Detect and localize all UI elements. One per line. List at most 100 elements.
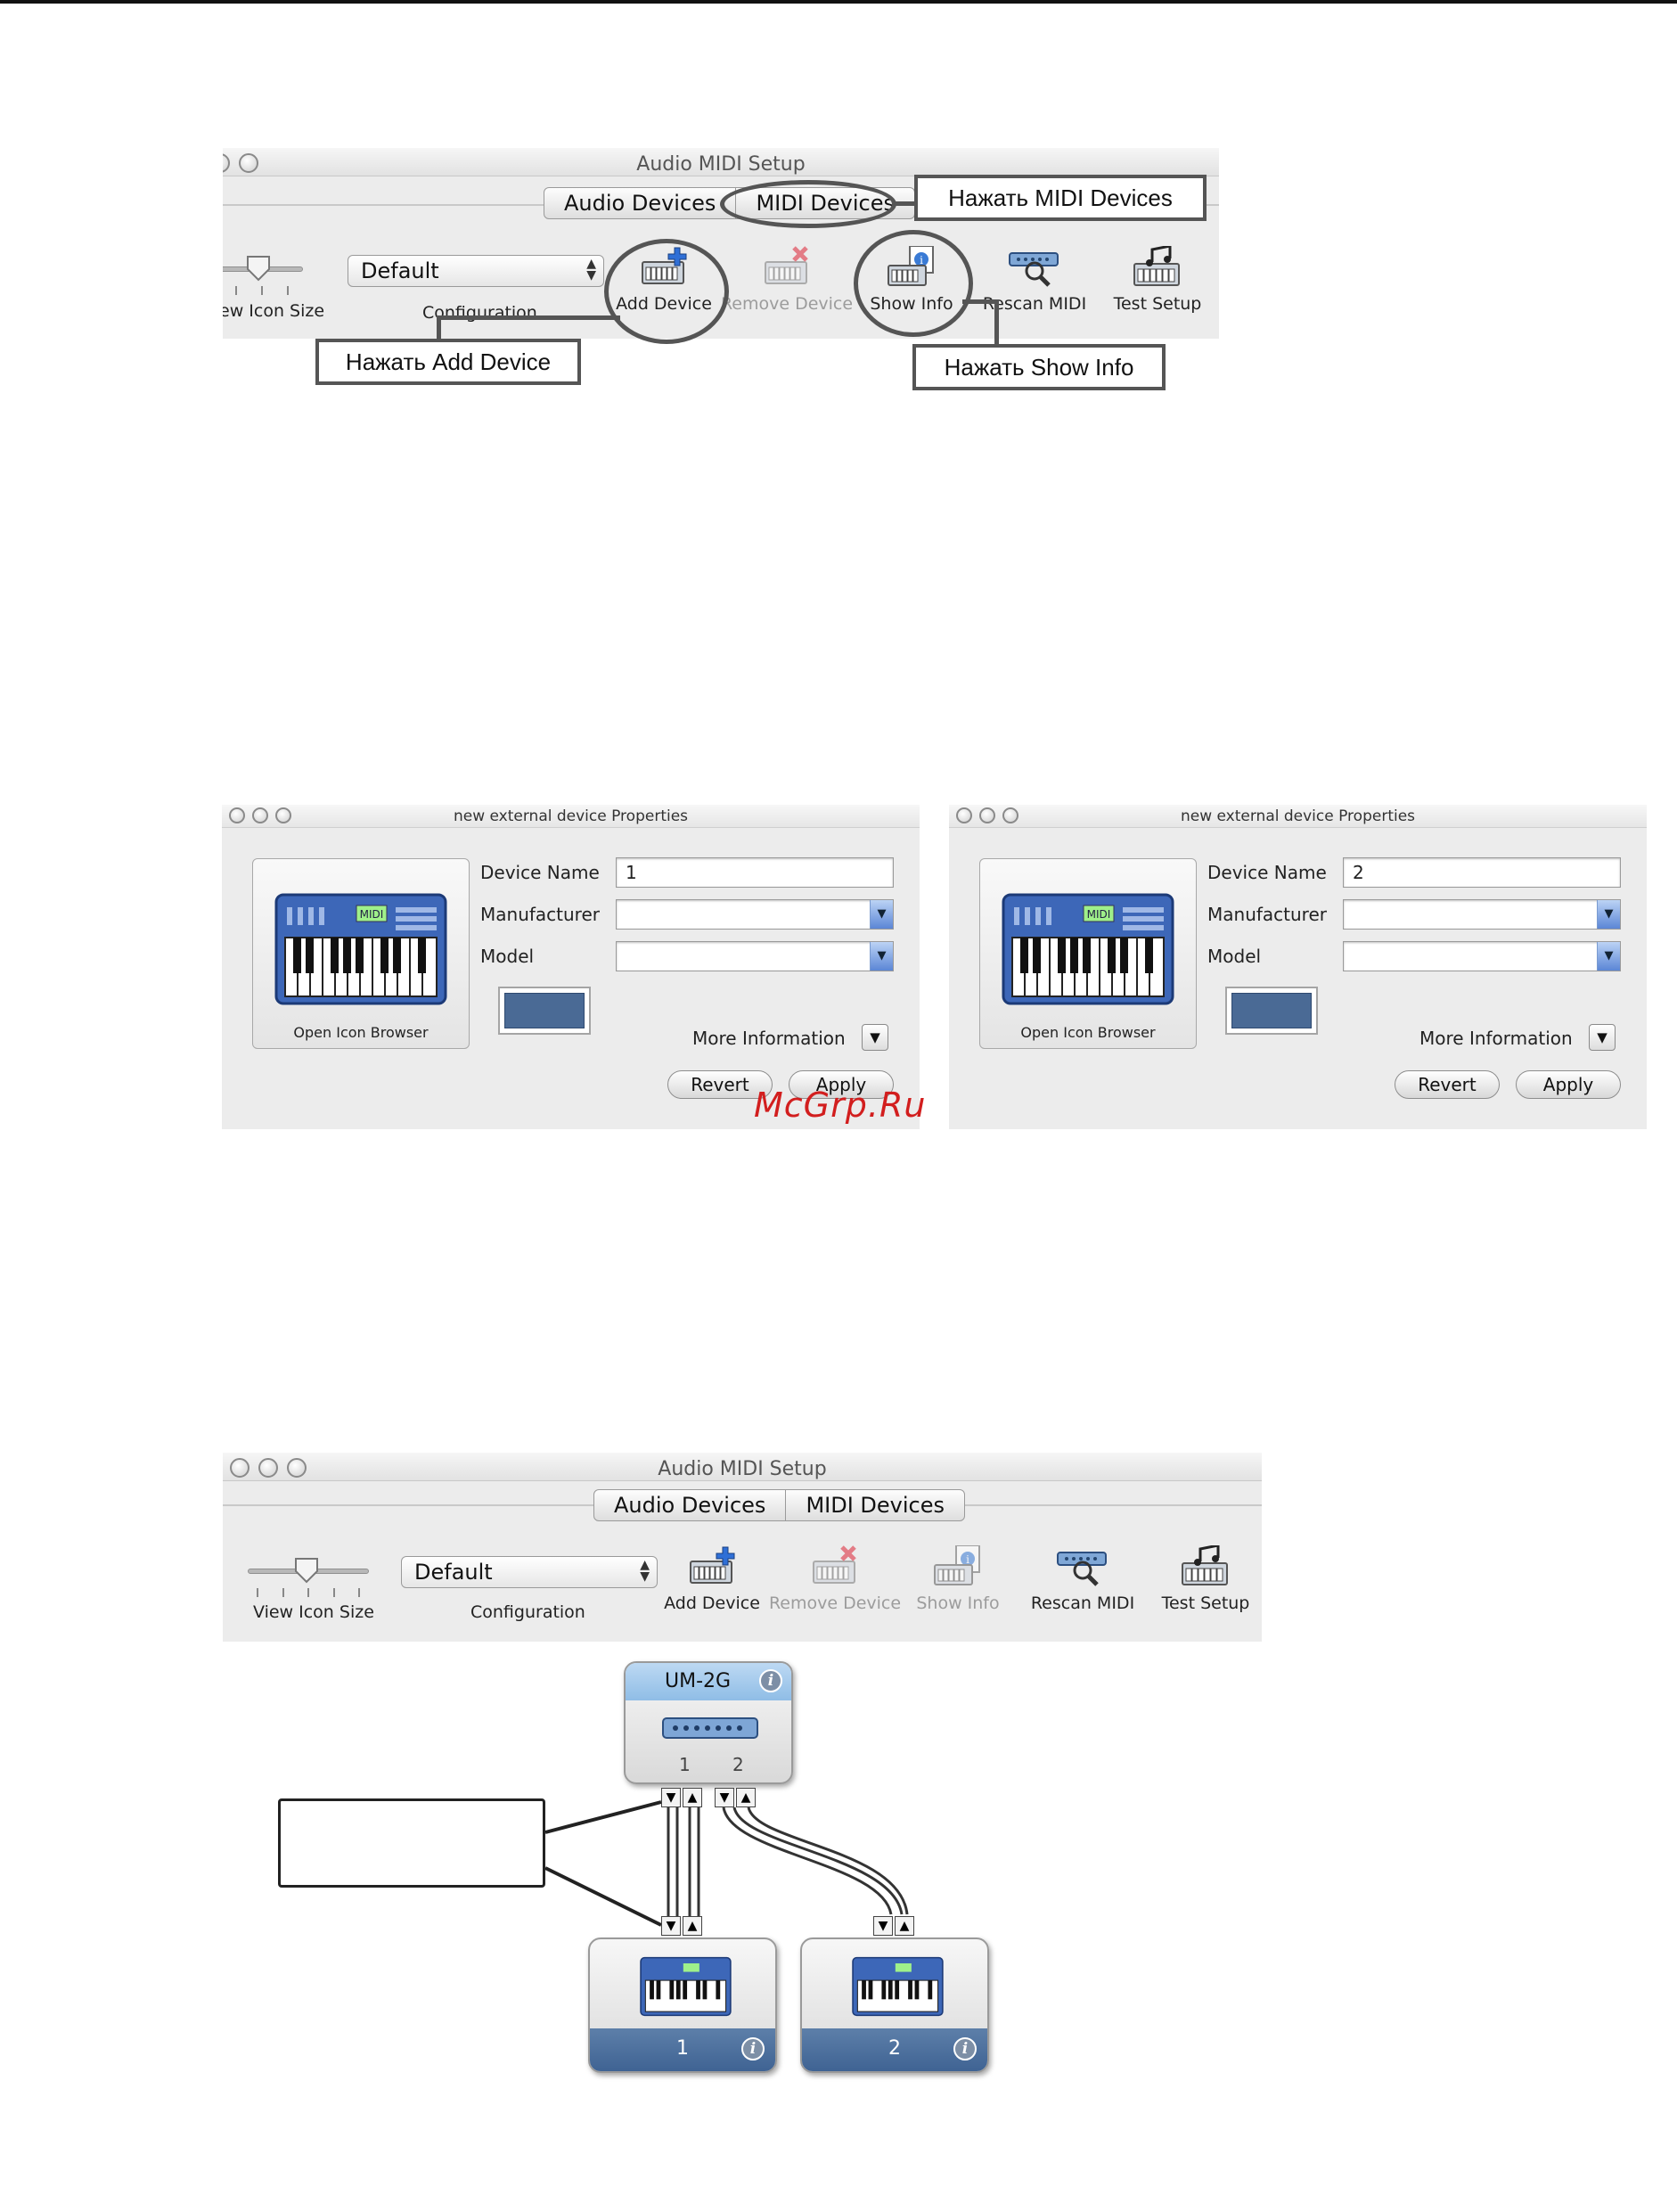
external-device-card-2[interactable]: 2 i — [800, 1938, 989, 2073]
slider-ticks — [235, 286, 289, 295]
configuration-value: Default — [414, 1560, 493, 1585]
traffic-lights — [229, 807, 291, 823]
external-device-card-1[interactable]: 1 i — [588, 1938, 777, 2073]
rescan-midi-button[interactable]: Rescan MIDI — [1016, 1545, 1149, 1613]
minimize-light-icon[interactable] — [258, 1458, 278, 1478]
info-icon[interactable]: i — [953, 2037, 977, 2060]
properties-title: new external device Properties — [453, 807, 689, 825]
rescan-midi-button[interactable]: Rescan MIDI — [968, 246, 1101, 314]
apply-button[interactable]: Apply — [789, 1070, 894, 1099]
add-device-button[interactable]: Add Device — [645, 1545, 779, 1613]
manufacturer-combo[interactable]: ▼ — [616, 899, 894, 930]
minimize-light-icon[interactable] — [239, 153, 258, 173]
traffic-lights — [223, 153, 258, 173]
interface-header: UM-2G i — [626, 1663, 791, 1700]
apply-button[interactable]: Apply — [1516, 1070, 1621, 1099]
remove-device-label: Remove Device — [768, 1593, 902, 1613]
popup-arrows-icon: ▲▼ — [640, 1558, 650, 1584]
remove-device-button[interactable]: Remove Device — [768, 1545, 902, 1613]
window-titlebar[interactable]: Audio MIDI Setup — [223, 1453, 1262, 1481]
window-titlebar[interactable]: Audio MIDI Setup — [223, 148, 1219, 176]
slider-ticks — [257, 1588, 360, 1597]
tab-midi-devices[interactable]: MIDI Devices — [785, 1490, 964, 1520]
zoom-light-icon[interactable] — [1002, 807, 1018, 823]
popup-arrows-icon: ▲▼ — [586, 257, 596, 283]
close-light-icon[interactable] — [229, 807, 245, 823]
open-icon-browser-button[interactable]: MIDI Open Icon Browser — [252, 858, 470, 1049]
info-icon[interactable]: i — [741, 2037, 765, 2060]
remove-device-button[interactable]: Remove Device — [720, 246, 854, 314]
combo-arrow-icon[interactable]: ▼ — [1597, 942, 1620, 971]
revert-button[interactable]: Revert — [1395, 1070, 1500, 1099]
callout-connector-add-vertical — [437, 315, 441, 342]
add-device-icon — [690, 1546, 735, 1584]
combo-arrow-icon[interactable]: ▼ — [870, 900, 893, 929]
device-footer: 1 i — [590, 2028, 775, 2071]
watermark-text: McGrp.Ru — [754, 1086, 927, 1125]
callout-connector-info — [962, 299, 998, 304]
device-color-swatch[interactable] — [1225, 987, 1318, 1035]
properties-titlebar[interactable]: new external device Properties — [222, 805, 920, 828]
test-setup-button[interactable]: Test Setup — [1139, 1545, 1262, 1613]
tab-audio-devices[interactable]: Audio Devices — [564, 191, 716, 216]
show-info-label: Show Info — [916, 1593, 1000, 1613]
port-in-icon[interactable]: ▲ — [895, 1916, 914, 1936]
device-footer: 2 i — [802, 2028, 987, 2071]
port-in-icon[interactable]: ▲ — [736, 1788, 756, 1807]
remove-device-label: Remove Device — [720, 294, 854, 314]
test-setup-icon — [1133, 246, 1180, 286]
device-name-label: Device Name — [480, 862, 600, 883]
device-name-field[interactable]: 1 — [616, 857, 894, 888]
configuration-popup[interactable]: Default ▲▼ — [348, 255, 604, 287]
rescan-midi-label: Rescan MIDI — [1030, 1593, 1135, 1613]
model-combo[interactable]: ▼ — [1343, 941, 1621, 971]
info-icon[interactable]: i — [759, 1669, 782, 1692]
open-icon-browser-button[interactable]: MIDI Open Icon Browser — [979, 858, 1197, 1049]
properties-title: new external device Properties — [1180, 807, 1416, 825]
callout-connector-add — [437, 315, 620, 320]
port-out-icon[interactable]: ▼ — [661, 1916, 681, 1936]
interface-card-um2g[interactable]: UM-2G i 1 2 — [624, 1661, 793, 1784]
configuration-label: Configuration — [470, 1602, 585, 1622]
revert-button[interactable]: Revert — [667, 1070, 773, 1099]
device-color-swatch[interactable] — [498, 987, 591, 1035]
manufacturer-label: Manufacturer — [480, 904, 600, 925]
zoom-light-icon[interactable] — [275, 807, 291, 823]
properties-titlebar[interactable]: new external device Properties — [949, 805, 1647, 828]
port-out-icon[interactable]: ▼ — [873, 1916, 893, 1936]
more-information-disclosure-icon[interactable]: ▼ — [862, 1024, 888, 1051]
close-light-icon[interactable] — [956, 807, 972, 823]
port-number-2: 2 — [732, 1754, 744, 1775]
minimize-light-icon[interactable] — [252, 807, 268, 823]
model-label: Model — [1207, 946, 1262, 967]
port-out-icon[interactable]: ▼ — [661, 1788, 681, 1807]
add-device-highlight-ring — [604, 239, 729, 344]
configuration-popup[interactable]: Default ▲▼ — [401, 1556, 658, 1588]
close-light-icon[interactable] — [230, 1458, 250, 1478]
slider-knob-icon[interactable] — [294, 1557, 319, 1584]
port-in-icon[interactable]: ▲ — [683, 1916, 702, 1936]
combo-arrow-icon[interactable]: ▼ — [870, 942, 893, 971]
rescan-midi-icon — [1057, 1552, 1107, 1586]
device-name-field[interactable]: 2 — [1343, 857, 1621, 888]
combo-arrow-icon[interactable]: ▼ — [1597, 900, 1620, 929]
slider-knob-icon[interactable] — [246, 255, 271, 282]
minimize-light-icon[interactable] — [979, 807, 995, 823]
zoom-light-icon[interactable] — [287, 1458, 307, 1478]
tab-audio-devices[interactable]: Audio Devices — [614, 1493, 766, 1518]
more-information-disclosure-icon[interactable]: ▼ — [1589, 1024, 1616, 1051]
interface-name: UM-2G — [665, 1670, 732, 1692]
show-info-button[interactable]: i Show Info — [891, 1545, 1025, 1613]
port-out-icon[interactable]: ▼ — [715, 1788, 734, 1807]
port-in-icon[interactable]: ▲ — [683, 1788, 702, 1807]
window-title: Audio MIDI Setup — [658, 1458, 827, 1480]
model-combo[interactable]: ▼ — [616, 941, 894, 971]
properties-window-1: new external device Properties MIDI Open… — [222, 805, 920, 1129]
test-setup-icon — [1182, 1545, 1228, 1585]
manufacturer-label: Manufacturer — [1207, 904, 1327, 925]
more-information-label: More Information — [692, 1028, 846, 1049]
open-icon-browser-label: Open Icon Browser — [1020, 1024, 1156, 1041]
callout-connector — [895, 201, 914, 206]
manufacturer-combo[interactable]: ▼ — [1343, 899, 1621, 930]
test-setup-button[interactable]: Test Setup — [1091, 246, 1219, 314]
